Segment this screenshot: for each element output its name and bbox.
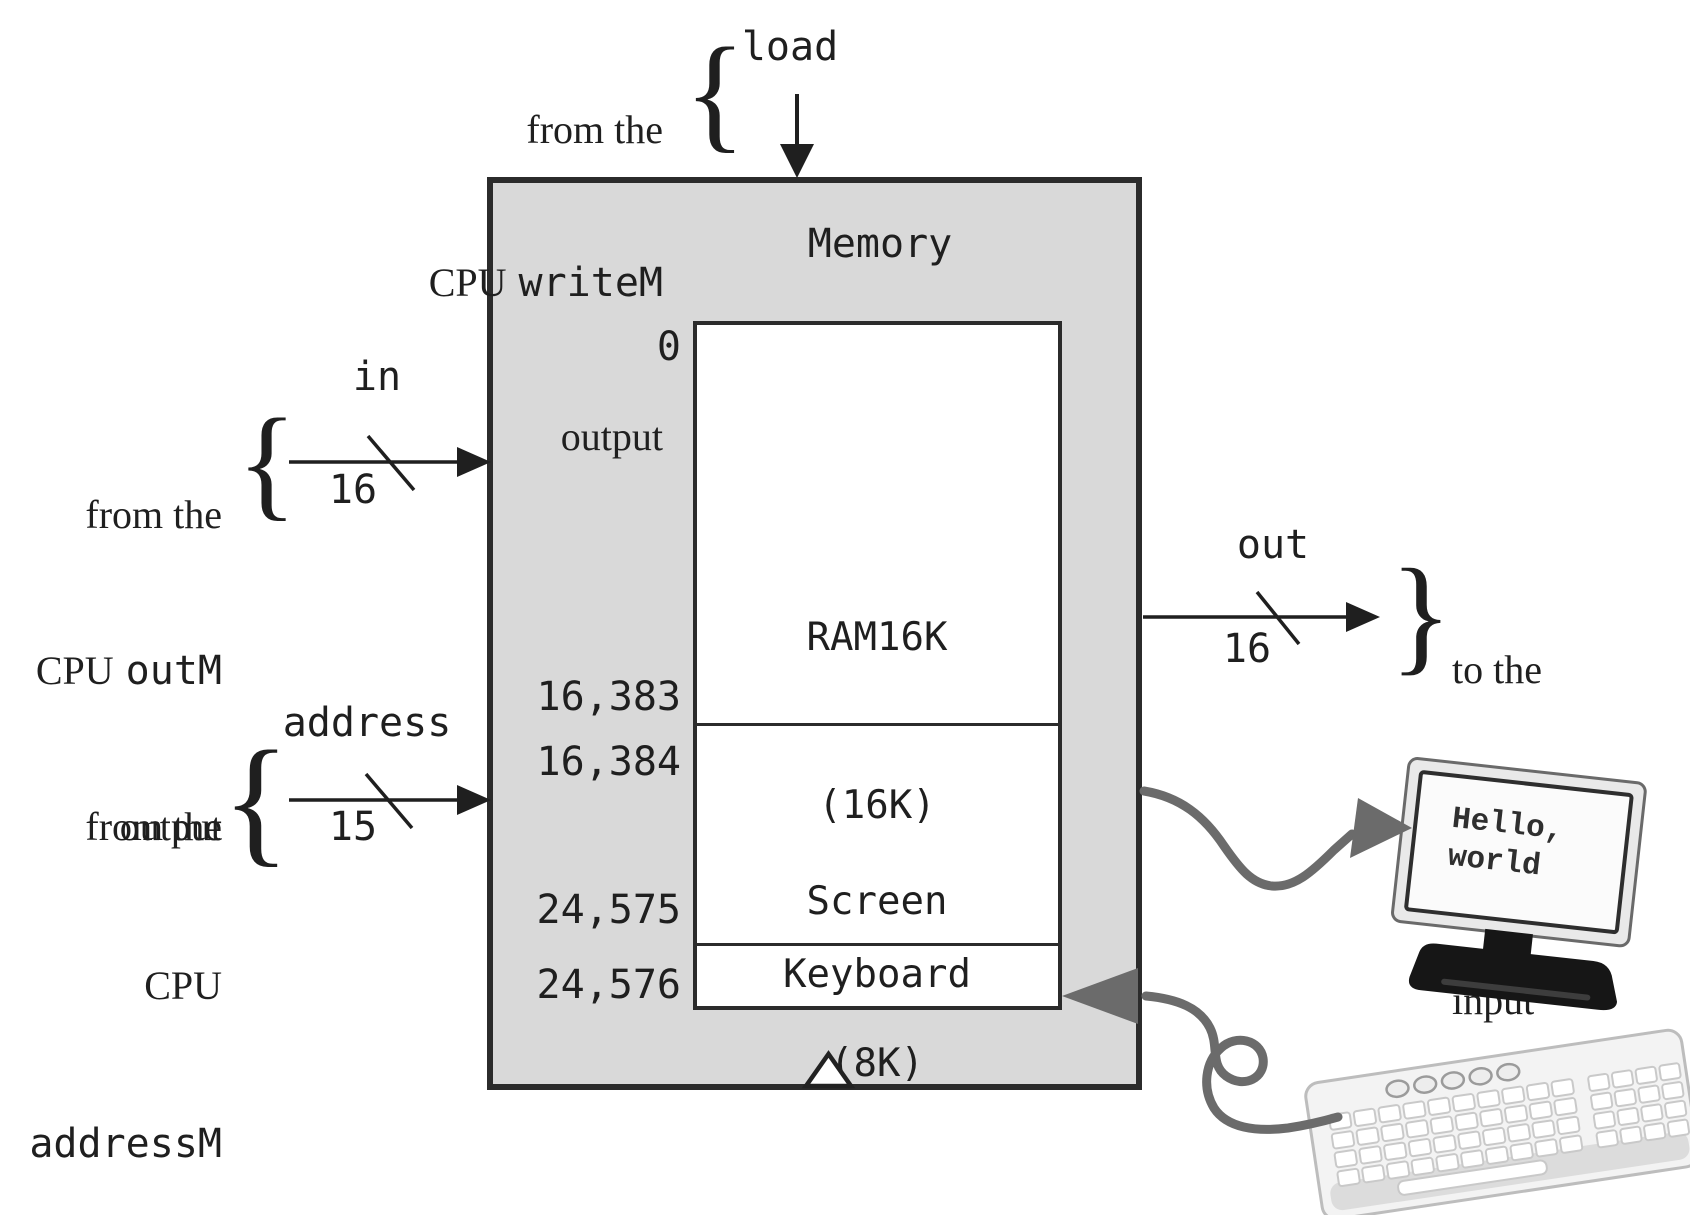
keyboard-label: Keyboard: [783, 952, 971, 997]
address-source-note: from the CPU addressM output: [29, 694, 222, 1215]
ram-label-name: RAM16K: [806, 615, 948, 660]
in-bus-width: 16: [328, 467, 378, 513]
screen-section: [697, 726, 1058, 946]
memory-title: Memory: [807, 221, 953, 267]
ram-label-size: (16K): [818, 783, 936, 828]
note-mono: addressM: [29, 1121, 222, 1167]
out-bus-width: 16: [1222, 626, 1272, 672]
address-arrowhead-icon: [457, 785, 491, 815]
out-arrowhead-icon: [1346, 602, 1380, 632]
note-line: from the: [526, 107, 663, 152]
keyboard-button-icon: [1385, 1079, 1410, 1099]
brace-right-out-icon: }: [1389, 543, 1453, 687]
load-arrowhead-icon: [780, 144, 814, 178]
note-line: to the: [1452, 647, 1542, 692]
note-mono: writeM: [518, 260, 664, 306]
addr-screen-last: 24,575: [536, 887, 682, 933]
note-line: CPU: [144, 963, 222, 1008]
screen-label-name: Screen: [806, 879, 948, 924]
note-line: output: [560, 414, 663, 459]
keyboard-spacebar: [1397, 1159, 1548, 1196]
screen-label: Screen (8K): [807, 767, 948, 1199]
monitor-arrowhead-icon: [1350, 798, 1412, 858]
note-line: from the: [85, 492, 222, 537]
note-mono: inM: [1541, 812, 1615, 858]
note-line: input: [1452, 978, 1535, 1023]
load-pin-label: load: [741, 24, 839, 70]
in-pin-label: in: [352, 354, 402, 400]
screen-label-size: (8K): [830, 1041, 924, 1086]
note-mono: outM: [125, 648, 222, 694]
note-line: output: [119, 804, 222, 849]
keyboard-shade: [1330, 1131, 1690, 1211]
brace-left-load-icon: {: [684, 22, 746, 164]
addr-keyboard: 24,576: [536, 962, 682, 1008]
address-pin-label: address: [282, 700, 452, 746]
ram-label: RAM16K (16K): [807, 498, 948, 946]
keyboard-to-memory-wire: [1141, 991, 1343, 1134]
ram-section: [697, 325, 1058, 726]
out-pin-label: out: [1236, 522, 1310, 568]
note-line: from the: [85, 804, 222, 849]
screen-to-monitor-wire: [1139, 786, 1357, 891]
note-serif: CPU: [35, 648, 114, 693]
note-serif: CPU: [1452, 812, 1530, 857]
addr-ram-last: 16,383: [536, 674, 682, 720]
keyboard-button-icon: [1413, 1075, 1438, 1094]
addr-screen-first: 16,384: [536, 739, 682, 785]
brace-left-in-icon: {: [237, 394, 297, 533]
address-bus-width: 15: [328, 804, 378, 850]
brace-left-address-icon: {: [221, 721, 291, 879]
note-serif: CPU: [428, 260, 507, 305]
memory-map-box: [693, 321, 1062, 1010]
addr-zero: 0: [656, 324, 681, 370]
